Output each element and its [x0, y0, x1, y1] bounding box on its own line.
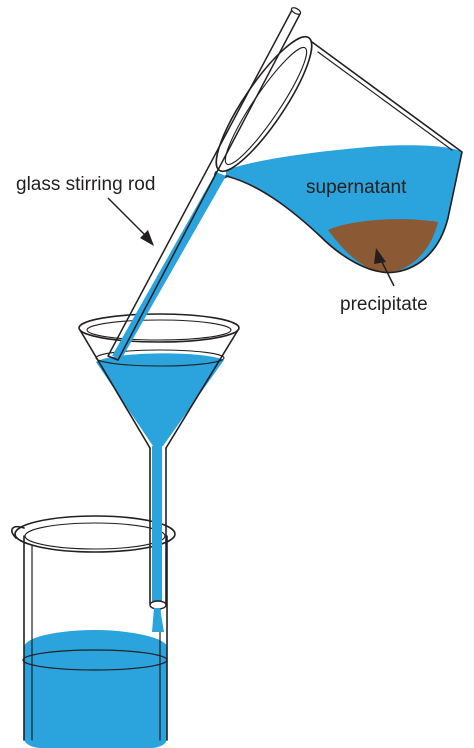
- receiving-beaker: [11, 515, 176, 748]
- filtrate-stream: [152, 608, 164, 632]
- rod-top: [290, 7, 302, 15]
- supernatant-label: supernatant: [306, 177, 407, 198]
- precipitate-arrow-line: [379, 257, 395, 287]
- funnel-liquid: [96, 353, 224, 446]
- beaker-rim-outer: [14, 515, 176, 553]
- glass-stirring-rod: [107, 7, 302, 361]
- funnel-stem-tip: [149, 600, 167, 610]
- stirring-rod-arrow-line: [107, 197, 149, 239]
- funnel-cone: [79, 329, 239, 449]
- beaker-spout: [11, 525, 25, 539]
- pouring-beaker-inner-wall: [317, 51, 453, 151]
- beaker-rim-inner: [24, 522, 166, 550]
- pouring-beaker: [112, 35, 463, 358]
- funnel-rim-outer: [78, 313, 240, 343]
- stirring-rod-label: glass stirring rod: [16, 174, 155, 195]
- funnel: [78, 313, 240, 632]
- precipitate-solid: [328, 219, 438, 273]
- funnel-stem: [149, 447, 167, 607]
- funnel-stem-liquid: [152, 446, 162, 606]
- precipitate-label: precipitate: [340, 294, 428, 315]
- pouring-beaker-body: [225, 41, 463, 274]
- precipitate-arrowhead: [374, 248, 386, 264]
- supernatant-liquid: [226, 145, 462, 273]
- funnel-rim-inner: [86, 319, 232, 341]
- stirring-rod-arrowhead: [140, 230, 154, 246]
- filtrate-liquid: [24, 630, 167, 748]
- labels: glass stirring rod supernatant precipita…: [16, 174, 428, 315]
- pour-stream: [112, 172, 226, 358]
